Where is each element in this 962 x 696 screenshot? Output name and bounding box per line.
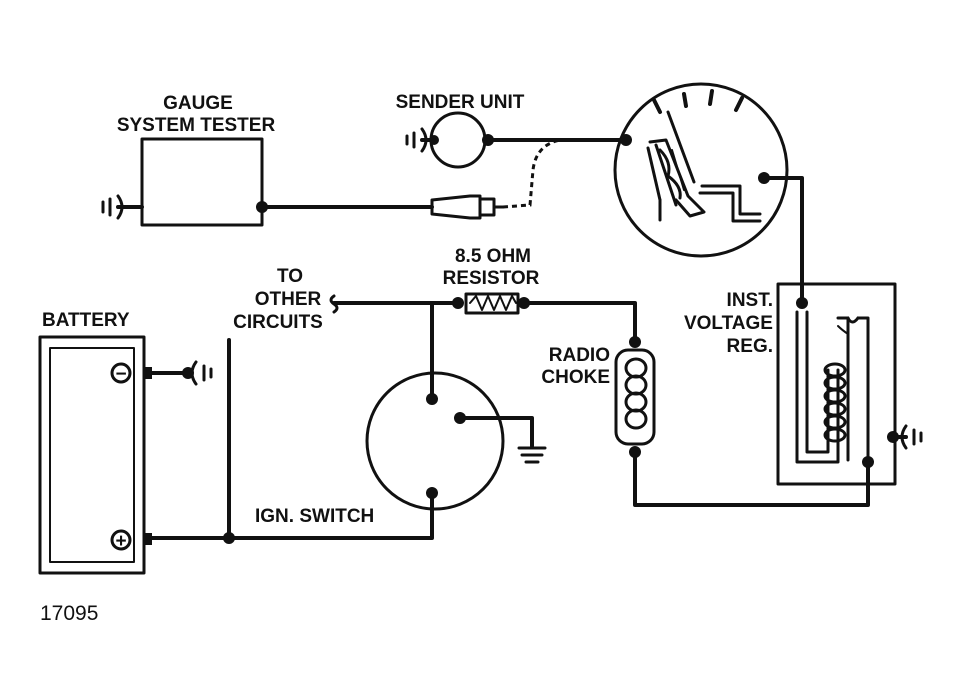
resistor-choke-wire [522,301,637,344]
regulator-choke-wire [633,450,870,507]
resistor-8-5-ohm: 8.5 OHM RESISTOR [443,246,540,315]
switch-battery-wire [148,491,434,540]
ign-switch-label: IGN. SWITCH [255,506,374,527]
battery: − + BATTERY [38,310,213,575]
regulator-coil-icon [823,362,847,443]
test-probe [430,194,505,220]
to-other-label-3: CIRCUITS [233,312,323,333]
radio-choke-label-1: RADIO [549,345,610,366]
gauge-regulator-wire [762,176,804,305]
tester-ground-icon [101,194,144,220]
figure-number: 17095 [40,602,98,625]
choke-coil-icon [624,357,648,430]
battery-positive-icon: + [115,531,126,552]
battery-negative-icon: − [115,364,126,385]
sender-unit-label: SENDER UNIT [396,92,525,113]
gauge-tester-label-1: GAUGE [163,93,233,114]
fuel-gauge [613,82,789,258]
regulator-ground-icon [891,424,923,450]
battery-label: BATTERY [42,310,130,331]
switch-ground-icon [517,446,547,464]
radio-choke: RADIO CHOKE [541,336,656,458]
ignition-switch: IGN. SWITCH [255,371,547,527]
inst-label-2: VOLTAGE [684,313,773,334]
resistor-label-1: 8.5 OHM [455,246,531,267]
sender-ground-icon [405,127,436,153]
gauge-system-tester: GAUGE SYSTEM TESTER [101,93,276,227]
to-other-label-1: TO [277,266,303,287]
gauge-tester-label-2: SYSTEM TESTER [117,115,276,136]
resistor-label-2: RESISTOR [443,268,540,289]
battery-ground-icon [190,360,213,386]
to-other-label-2: OTHER [255,289,322,310]
other-circuits-break-icon [329,294,339,314]
inst-label-1: INST. [727,290,773,311]
dashed-jumper [502,138,561,209]
instrument-voltage-regulator: INST. VOLTAGE REG. [684,282,923,486]
radio-choke-label-2: CHOKE [541,367,610,388]
inst-label-3: REG. [727,336,773,357]
sender-unit: SENDER UNIT [396,92,525,169]
